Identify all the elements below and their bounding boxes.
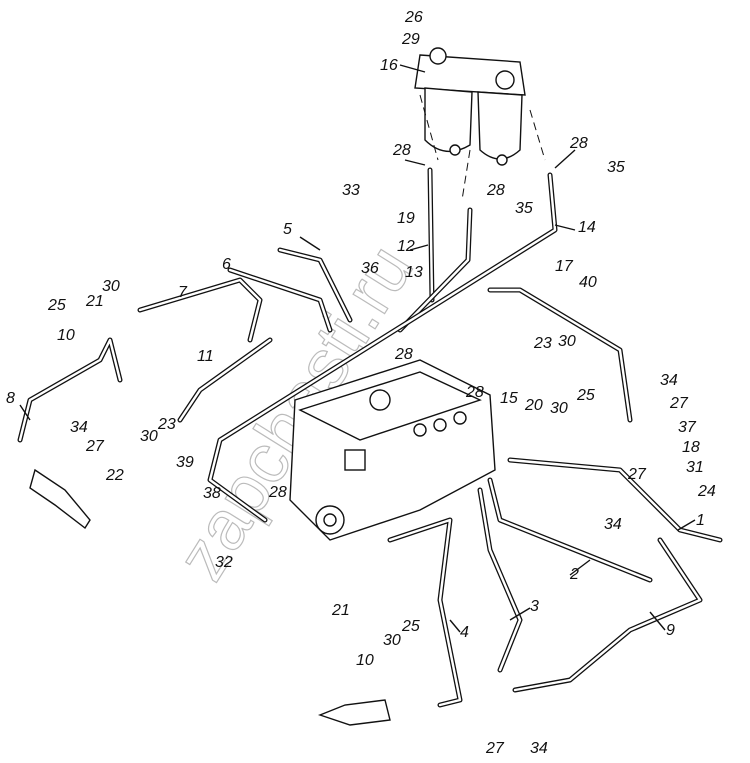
callout: 19 — [397, 210, 415, 227]
callout: 10 — [57, 327, 75, 344]
callout: 30 — [383, 632, 401, 649]
callout: 25 — [401, 618, 420, 635]
callout: 6 — [222, 256, 231, 273]
callout: 4 — [460, 624, 469, 641]
callout: 36 — [361, 260, 379, 277]
callout: 23 — [533, 335, 552, 352]
callout: 3 — [530, 598, 539, 615]
injection-pump — [289, 359, 496, 541]
callout: 25 — [47, 297, 66, 314]
callout: 34 — [70, 419, 88, 436]
fuel-pipes — [17, 167, 723, 708]
callout: 30 — [140, 428, 158, 445]
filter-dashed-lines — [419, 94, 546, 201]
callout: 30 — [102, 278, 120, 295]
callout: 23 — [157, 416, 176, 433]
callout: 9 — [666, 622, 675, 639]
callout: 7 — [178, 284, 188, 301]
callout: 15 — [500, 390, 518, 407]
injector-left — [29, 468, 91, 530]
callout: 27 — [669, 395, 689, 412]
callout: 31 — [686, 459, 704, 476]
callout: 21 — [331, 602, 350, 619]
callout: 35 — [607, 159, 625, 176]
callout: 13 — [405, 264, 423, 281]
callout: 37 — [678, 419, 697, 436]
callout: 21 — [85, 293, 104, 310]
callout: 34 — [604, 516, 622, 533]
leader-lines — [19, 64, 696, 633]
callout: 38 — [203, 485, 221, 502]
callout: 18 — [682, 439, 700, 456]
callout: 16 — [380, 57, 398, 74]
callout: 5 — [283, 221, 292, 238]
callout: 8 — [6, 390, 15, 407]
callout: 34 — [530, 740, 548, 757]
callout: 27 — [627, 466, 647, 483]
callout: 28 — [392, 142, 411, 159]
callout-labels: 26 29 16 28 28 35 33 19 28 35 5 14 12 6 … — [6, 9, 716, 757]
callout: 12 — [397, 238, 415, 255]
callout: 40 — [579, 274, 597, 291]
callout: 2 — [569, 566, 579, 583]
callout: 25 — [576, 387, 595, 404]
callout: 14 — [578, 219, 596, 236]
callout: 1 — [696, 512, 705, 529]
callout: 33 — [342, 182, 360, 199]
fuel-filter — [414, 47, 526, 166]
callout: 20 — [524, 397, 543, 414]
callout: 11 — [197, 348, 214, 365]
callout: 28 — [569, 135, 588, 152]
callout: 30 — [550, 400, 568, 417]
callout: 34 — [660, 372, 678, 389]
callout: 26 — [404, 9, 423, 26]
callout: 28 — [486, 182, 505, 199]
callout: 32 — [215, 554, 233, 571]
callout: 27 — [485, 740, 505, 757]
callout: 30 — [558, 333, 576, 350]
callout: 17 — [555, 258, 574, 275]
callout: 10 — [356, 652, 374, 669]
callout: 28 — [465, 384, 484, 401]
callout: 27 — [85, 438, 105, 455]
injector-bottom — [317, 699, 391, 726]
callout: 28 — [394, 346, 413, 363]
callout: 39 — [176, 454, 194, 471]
callout: 29 — [401, 31, 420, 48]
callout: 35 — [515, 200, 533, 217]
callout: 22 — [105, 467, 124, 484]
callout: 24 — [697, 483, 716, 500]
callout: 28 — [268, 484, 287, 501]
